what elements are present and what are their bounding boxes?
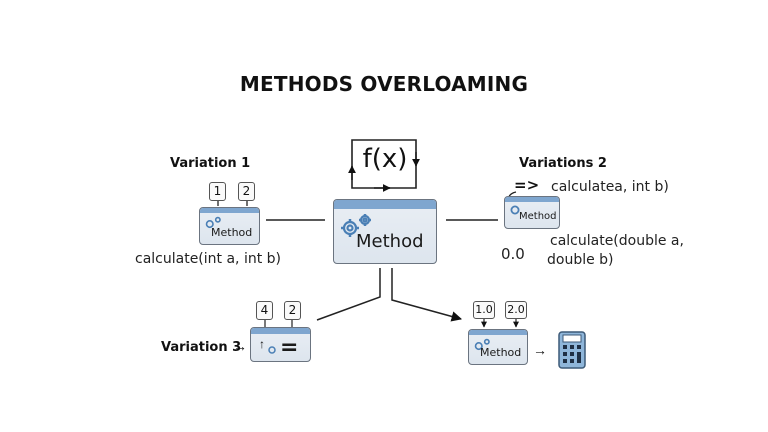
function-label: f(x) (362, 144, 408, 174)
gear-icon (268, 346, 276, 354)
variation3-param-1: 4 (256, 301, 273, 320)
variation2-return-value: 0.0 (501, 245, 525, 263)
center-method-box: Method (333, 199, 437, 264)
connector-center-v4 (391, 268, 463, 322)
variation1-method-label: Method (211, 226, 253, 239)
center-method-label: Method (356, 231, 424, 252)
variation3-heading: Variation 3 (161, 340, 242, 355)
variation4-arrow: → (533, 342, 547, 358)
variation4-method-box: Method (468, 329, 528, 365)
variation3-arrow: → (233, 338, 247, 354)
variation2-method-box: Method (504, 196, 560, 229)
variation4-method-label: Method (480, 346, 522, 359)
variation1-param-1: 1 (209, 182, 226, 201)
variation2-method-label: Method (519, 211, 557, 222)
gear-icon (474, 338, 490, 351)
variation1-param-2: 2 (238, 182, 255, 201)
gear-icon (510, 205, 520, 215)
variation4-param-2: 2.0 (505, 301, 527, 319)
variation2-signature-bottom-2: double b) (547, 252, 614, 268)
variation2-arrow-symbol: => (514, 176, 540, 194)
gear-icon (341, 214, 371, 237)
variation2-signature-bottom-1: calculate(double a, (550, 233, 684, 249)
variation1-heading: Variation 1 (170, 156, 251, 171)
variation1-signature: calculate(int a, int b) (135, 251, 282, 267)
variation2-heading: Variations 2 (519, 156, 607, 171)
connector-center-v3 (316, 268, 381, 321)
up-arrow-icon: ↑ (259, 337, 265, 351)
variation3-result-symbol: = (280, 335, 299, 360)
calculator-icon (558, 331, 586, 369)
variation2-signature-top: calculatea, int b) (551, 179, 669, 195)
page-title: METHODS OVERLOAMING (239, 72, 529, 96)
variation3-param-2: 2 (284, 301, 301, 320)
variation4-param-1: 1.0 (473, 301, 495, 319)
variation1-method-box: Method (199, 207, 260, 245)
variation3-method-box: ↑ = (250, 327, 311, 362)
gear-icon (205, 216, 221, 229)
